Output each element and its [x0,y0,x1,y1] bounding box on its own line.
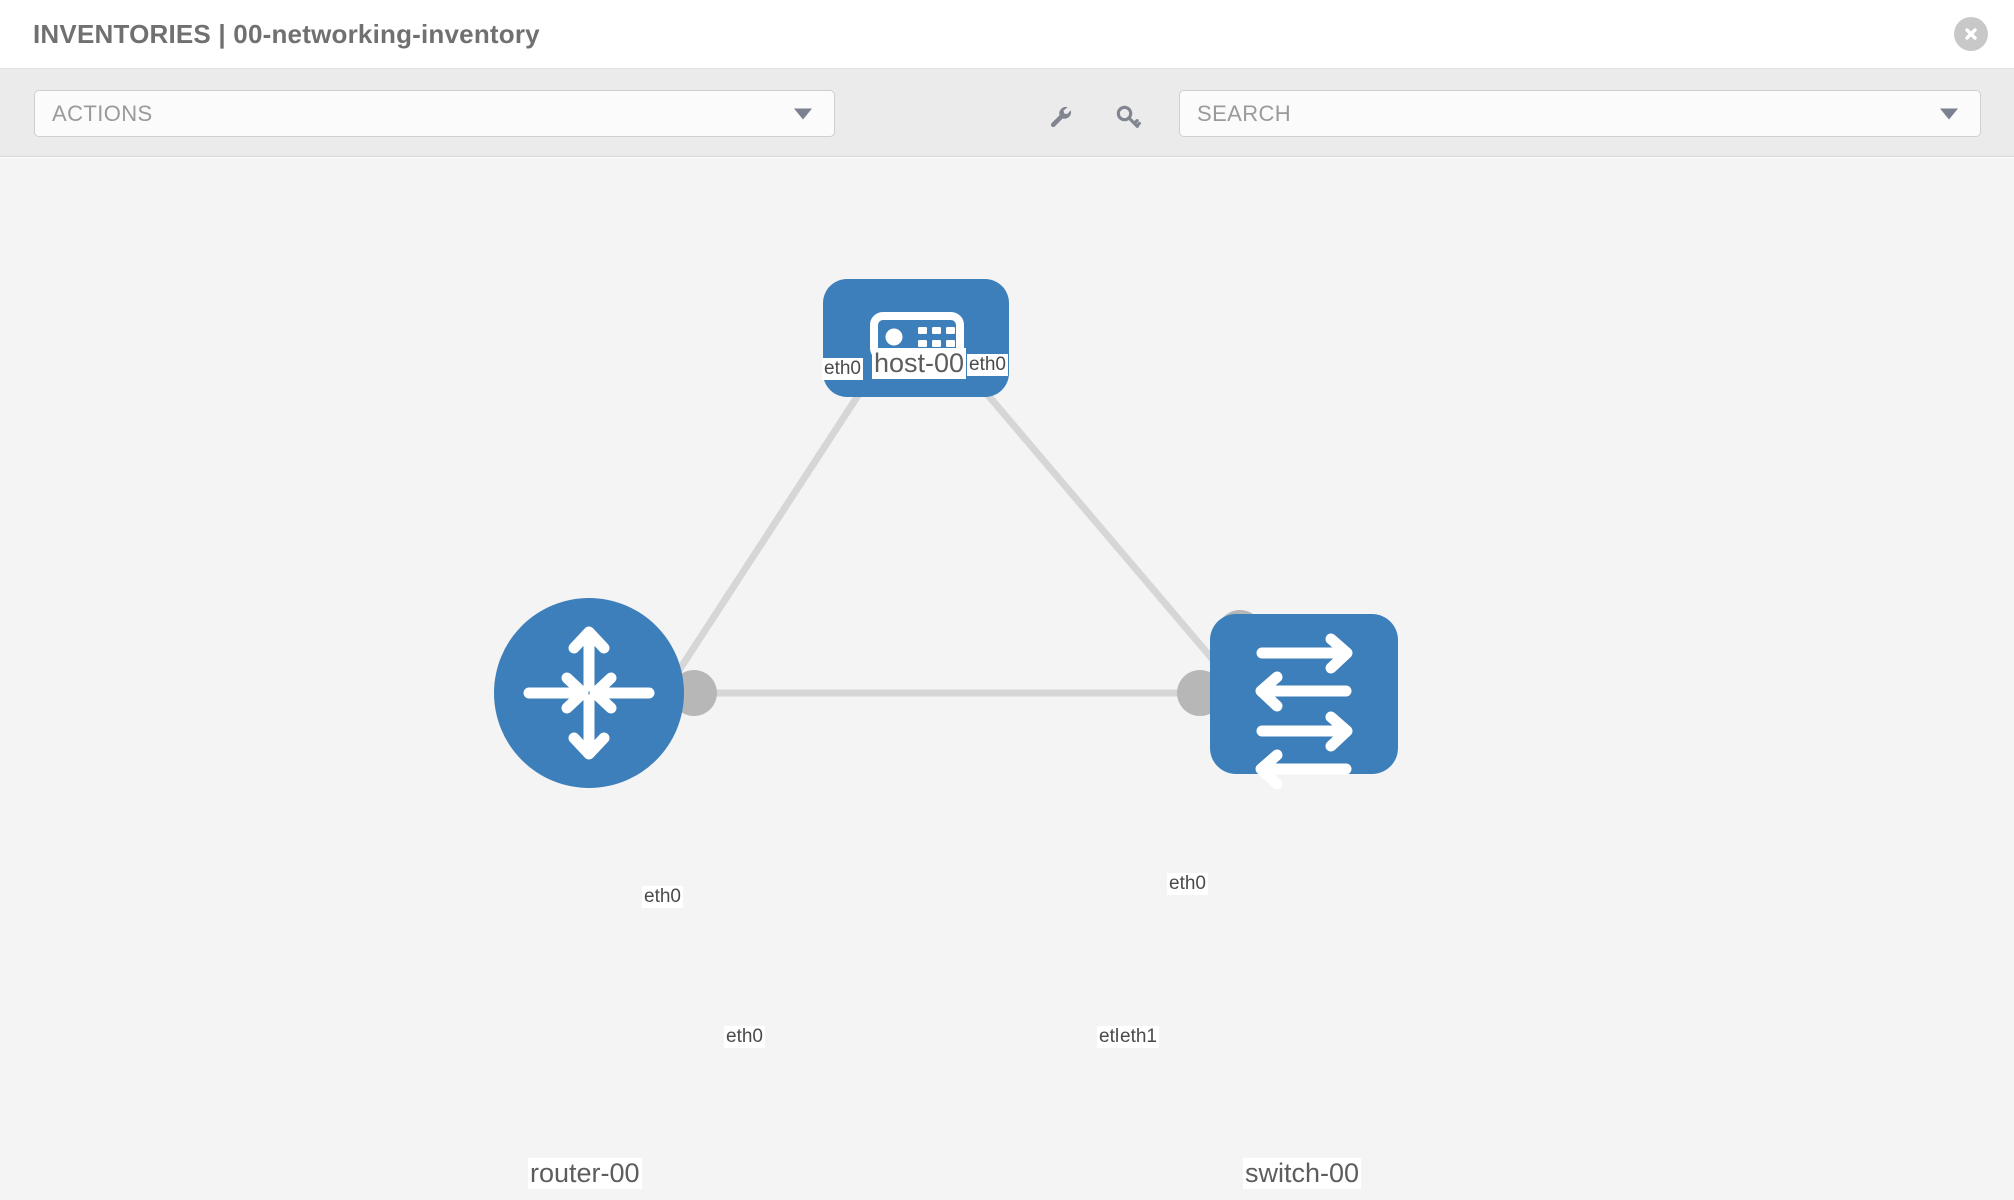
node-switch-00[interactable] [1210,614,1398,790]
iface-label-host00-right: eth0 [967,354,1008,376]
close-icon[interactable] [1954,17,1988,51]
link-host00-switch00[interactable] [950,351,1240,691]
chevron-down-icon [794,108,812,119]
topology-canvas[interactable]: host-00 router-00 switch-00 eth0 eth0 et… [0,158,2014,1200]
page-header: INVENTORIES | 00-networking-inventory [0,0,2014,69]
chevron-down-icon [1940,108,1958,119]
node-router-00[interactable] [494,598,684,788]
node-label-switch-00: switch-00 [1243,1158,1362,1190]
link-host00-router00[interactable] [645,352,888,720]
iface-label-router00-up: eth0 [642,886,683,908]
actions-dropdown[interactable]: ACTIONS [34,90,835,137]
iface-label-switch00-up: eth0 [1167,873,1208,895]
topology-graph [494,279,1398,790]
toolbar: ACTIONS SEARCH [0,69,2014,157]
node-label-host-00: host-00 [872,348,967,380]
page-title: INVENTORIES | 00-networking-inventory [33,18,540,49]
topology-links [645,351,1240,720]
iface-label-router00-right: eth0 [724,1026,765,1048]
search-placeholder: SEARCH [1197,100,1292,126]
search-input[interactable]: SEARCH [1179,90,1981,137]
switch-arrows-icon [1255,633,1353,790]
iface-label-switch00-left: eth1 [1118,1026,1159,1048]
router-arrows-icon [523,626,655,760]
actions-dropdown-label: ACTIONS [52,100,153,126]
key-icon[interactable] [1113,102,1143,132]
wrench-icon[interactable] [1046,102,1076,132]
node-label-router-00: router-00 [528,1158,642,1190]
node-router-00-shape[interactable] [494,598,684,788]
iface-label-host00-left: eth0 [822,358,863,380]
